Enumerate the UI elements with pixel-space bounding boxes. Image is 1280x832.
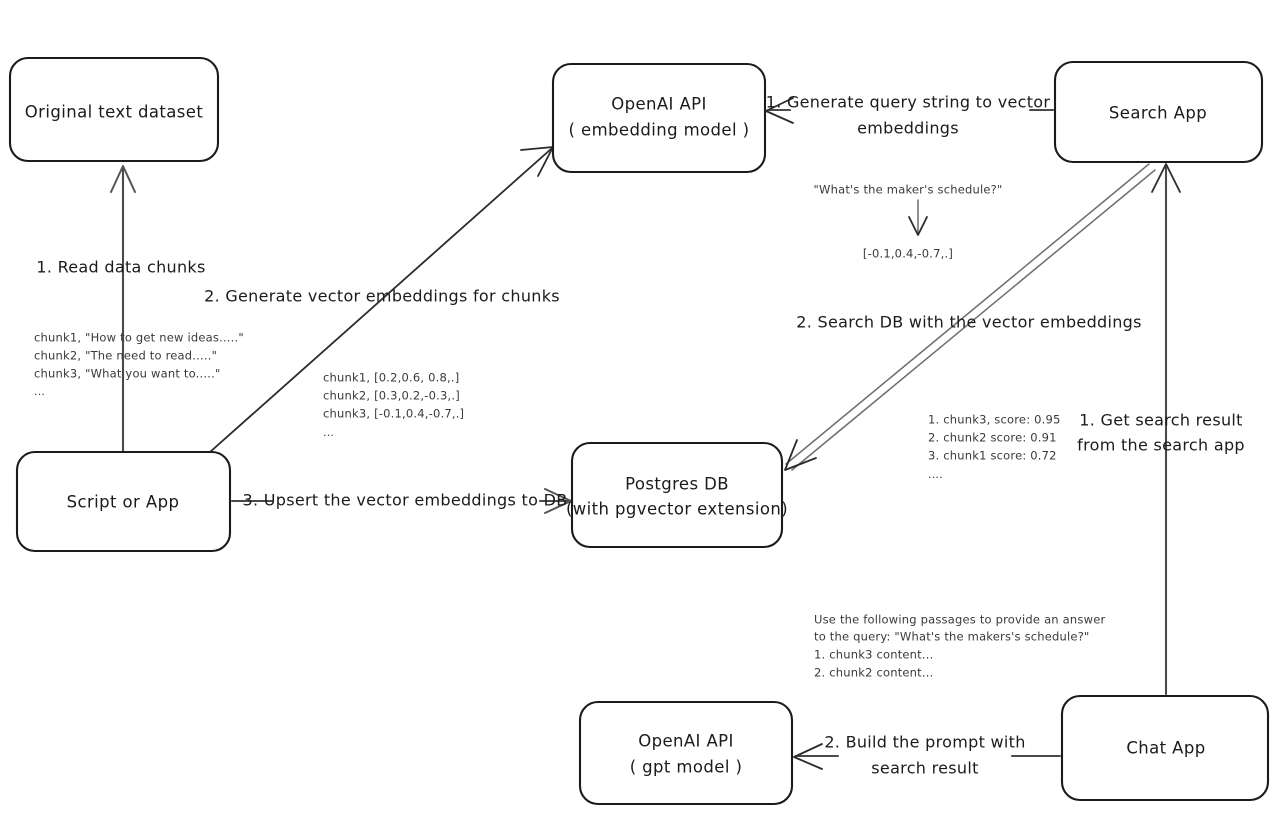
node-label-line2: (with pgvector extension) bbox=[566, 500, 788, 519]
node-openai-embedding-model[interactable]: OpenAI API ( embedding model ) bbox=[551, 62, 767, 174]
note-line: 1. chunk3 content... bbox=[814, 648, 933, 662]
note-line: 2. chunk2 score: 0.91 bbox=[928, 431, 1057, 445]
node-openai-gpt-model[interactable]: OpenAI API ( gpt model ) bbox=[578, 700, 794, 806]
node-label: Chat App bbox=[1126, 739, 1205, 758]
note-line: ... bbox=[323, 426, 334, 439]
node-box[interactable] bbox=[570, 441, 784, 549]
edge-label-get-search-result-line2: from the search app bbox=[1077, 436, 1245, 455]
node-box[interactable] bbox=[8, 56, 220, 163]
node-script-or-app[interactable]: Script or App bbox=[15, 450, 232, 553]
note-chunks-raw: chunk1, "How to get new ideas....." chun… bbox=[34, 331, 244, 399]
edge-line bbox=[209, 148, 552, 453]
edge-label-read-data-chunks: 1. Read data chunks bbox=[36, 258, 205, 277]
arrowhead-down-icon bbox=[908, 216, 928, 236]
note-search-results: 1. chunk3, score: 0.95 2. chunk2 score: … bbox=[928, 413, 1061, 482]
node-label-line1: Postgres DB bbox=[625, 475, 729, 494]
edge-line-a bbox=[791, 169, 1156, 471]
note-line: 3. chunk1 score: 0.72 bbox=[928, 449, 1057, 463]
node-box[interactable] bbox=[15, 450, 232, 553]
node-chat-app[interactable]: Chat App bbox=[1060, 694, 1270, 802]
node-label: Original text dataset bbox=[25, 103, 204, 122]
note-line: 1. chunk3, score: 0.95 bbox=[928, 413, 1061, 427]
edge-label-generate-query-embeddings-line1: 1. Generate query string to vector bbox=[766, 93, 1051, 112]
edge-build-prompt bbox=[793, 743, 1062, 770]
note-line: "What's the maker's schedule?" bbox=[814, 183, 1003, 197]
note-prompt-block: Use the following passages to provide an… bbox=[814, 613, 1105, 680]
arrowhead-up-icon bbox=[110, 165, 136, 193]
node-box[interactable] bbox=[1060, 694, 1270, 802]
note-line: chunk2, "The need to read....." bbox=[34, 349, 217, 363]
note-line: to the query: "What's the makers's sched… bbox=[814, 630, 1090, 644]
note-line: ... bbox=[34, 385, 45, 398]
note-chunks-vectors: chunk1, [0.2,0.6, 0.8,.] chunk2, [0.3,0.… bbox=[323, 371, 464, 440]
note-line: Use the following passages to provide an… bbox=[814, 613, 1105, 627]
node-label-line1: OpenAI API bbox=[611, 95, 707, 114]
note-line: chunk3, [-0.1,0.4,-0.7,.] bbox=[323, 407, 464, 421]
edge-label-generate-query-embeddings-line2: embeddings bbox=[857, 119, 959, 138]
note-line: chunk2, [0.3,0.2,-0.3,.] bbox=[323, 389, 460, 403]
edge-label-generate-vector-embeddings: 2. Generate vector embeddings for chunks bbox=[204, 287, 560, 306]
edge-label-search-db: 2. Search DB with the vector embeddings bbox=[796, 313, 1142, 332]
edge-label-build-prompt-line2: search result bbox=[871, 759, 978, 778]
node-label-line1: OpenAI API bbox=[638, 732, 734, 751]
node-label: Search App bbox=[1109, 104, 1207, 123]
arrowhead-up-icon bbox=[1151, 163, 1181, 193]
node-original-text-dataset[interactable]: Original text dataset bbox=[8, 56, 220, 163]
arrowhead-left-icon bbox=[793, 743, 823, 770]
note-line: 2. chunk2 content... bbox=[814, 666, 933, 680]
edge-query-to-vector bbox=[908, 199, 928, 236]
node-search-app[interactable]: Search App bbox=[1053, 60, 1264, 164]
note-line: chunk3, "What you want to....." bbox=[34, 367, 220, 381]
edge-label-build-prompt-line1: 2. Build the prompt with bbox=[824, 733, 1025, 752]
note-line: chunk1, [0.2,0.6, 0.8,.] bbox=[323, 371, 459, 385]
edge-label-get-search-result-line1: 1. Get search result bbox=[1079, 411, 1242, 430]
note-query-string: "What's the maker's schedule?" bbox=[814, 183, 1003, 197]
arrowhead-downleft-icon bbox=[784, 439, 817, 471]
edge-get-search-result bbox=[1151, 163, 1181, 696]
node-label-line2: ( embedding model ) bbox=[569, 121, 750, 140]
node-postgres-db[interactable]: Postgres DB (with pgvector extension) bbox=[566, 441, 788, 549]
edge-line-b bbox=[785, 163, 1150, 465]
edge-search-db bbox=[784, 163, 1156, 471]
node-label-line2: ( gpt model ) bbox=[630, 758, 743, 777]
node-box[interactable] bbox=[578, 700, 794, 806]
note-line: [-0.1,0.4,-0.7,.] bbox=[863, 247, 953, 261]
node-box[interactable] bbox=[1053, 60, 1264, 164]
node-label: Script or App bbox=[67, 493, 180, 512]
note-line: .... bbox=[928, 468, 943, 481]
node-box[interactable] bbox=[551, 62, 767, 174]
edge-label-upsert-to-db: 3. Upsert the vector embeddings to DB bbox=[243, 491, 568, 510]
note-line: chunk1, "How to get new ideas....." bbox=[34, 331, 244, 345]
edge-read-data-chunks bbox=[110, 165, 136, 458]
note-query-vector: [-0.1,0.4,-0.7,.] bbox=[863, 247, 953, 261]
